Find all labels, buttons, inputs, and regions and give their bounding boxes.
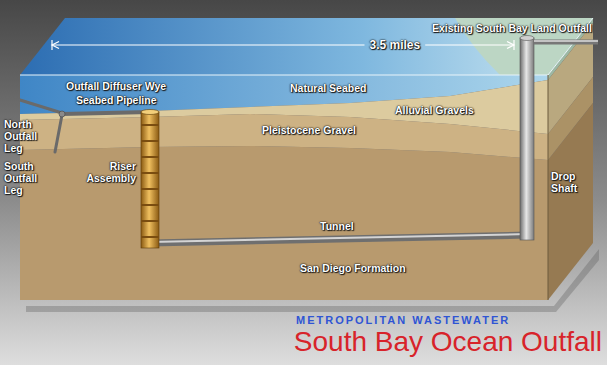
san-diego-layer: [20, 146, 548, 300]
sea-surface: [20, 18, 593, 75]
riser-band: [141, 140, 159, 142]
layer-label: Natural Seabed: [290, 82, 366, 94]
tunnel-pipe: [150, 235, 528, 243]
dimension-label: 3.5 miles: [370, 38, 421, 52]
riser-band: [141, 188, 159, 190]
tunnel-highlight: [150, 234, 528, 242]
layer-label: San Diego Formation: [300, 262, 406, 274]
dimension-stroke: [425, 44, 514, 45]
part-label: Outfall Diffuser Wye: [66, 80, 166, 92]
layer-label: Alluvial Gravels: [395, 104, 474, 116]
diffuser-wye: [59, 111, 65, 117]
south-leg-pipe: [55, 115, 62, 152]
agency-label: METROPOLITAN WASTEWATER: [296, 314, 510, 327]
part-label: Riser Assembly: [82, 160, 136, 184]
part-label: Existing South Bay Land Outfall: [432, 22, 592, 34]
part-label: Drop Shaft: [551, 170, 591, 194]
riser-bands: [141, 124, 159, 238]
riser-top: [141, 110, 159, 115]
north-leg-pipe: [20, 100, 62, 113]
right-face-formation: [548, 103, 593, 300]
shaft-top: [520, 36, 534, 41]
riser-band: [141, 236, 159, 238]
part-label: North Outfall Leg: [4, 118, 50, 154]
part-label: Seabed Pipeline: [76, 94, 157, 106]
riser-assembly: [141, 112, 159, 248]
block-edge: [548, 75, 549, 300]
dimension-line: [52, 40, 514, 50]
block-edge: [20, 18, 593, 75]
dimension-stroke: [52, 42, 59, 49]
layer-label: Pleistocene Gravel: [262, 124, 356, 136]
dimension-stroke: [513, 40, 514, 50]
diagram-title: South Bay Ocean Outfall: [294, 326, 602, 358]
land-outfall-pipe: [534, 40, 598, 45]
riser-band: [141, 172, 159, 174]
land-outfall-highlight: [534, 40, 598, 42]
part-label: Tunnel: [320, 220, 354, 232]
riser-band: [141, 204, 159, 206]
part-label: South Outfall Leg: [4, 160, 50, 196]
dimension-stroke: [507, 42, 514, 49]
seabed-pipeline: [62, 112, 150, 114]
riser-band: [141, 124, 159, 126]
riser-band: [141, 220, 159, 222]
dimension-stroke: [51, 40, 52, 50]
dimension-stroke: [52, 44, 365, 45]
riser-band: [141, 156, 159, 158]
drop-shaft: [520, 38, 534, 240]
